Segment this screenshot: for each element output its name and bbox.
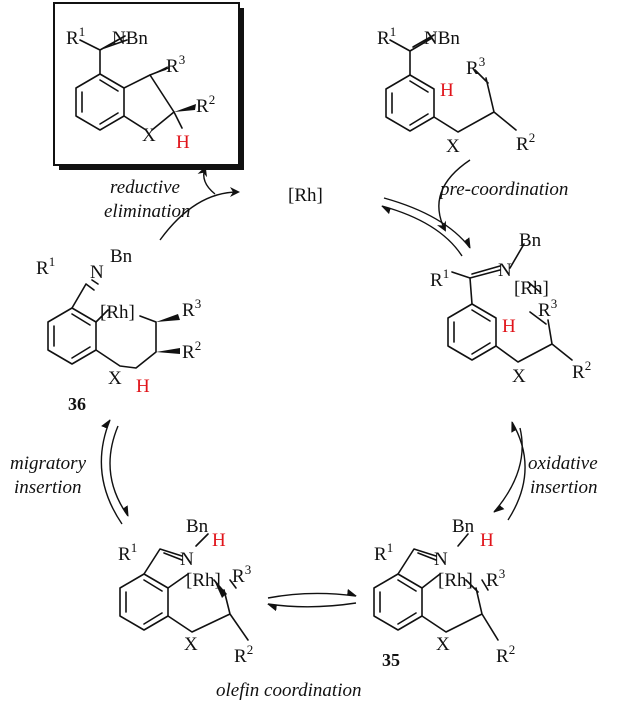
- reductive-elimination-label-2: elimination: [104, 201, 191, 222]
- olefin-complex-n: N: [180, 549, 194, 570]
- substrate-r2: R2: [516, 130, 535, 155]
- olefin-complex-r2: R2: [234, 642, 253, 667]
- compound-36-r1: R1: [36, 254, 55, 279]
- product-r3: R3: [166, 52, 185, 77]
- substrate-x: X: [446, 136, 460, 157]
- substrate-structure: [385, 34, 517, 133]
- substrate-r3: R3: [466, 54, 485, 79]
- product-h: H: [176, 132, 190, 153]
- compound-35-h: H: [480, 530, 494, 551]
- substrate-nbn: NBn: [424, 28, 460, 49]
- olefin-complex-bn: Bn: [186, 516, 209, 537]
- olefin-complex-structure: [119, 533, 249, 641]
- compound-36-x: X: [108, 368, 122, 389]
- compound-36-bn: Bn: [110, 246, 133, 267]
- product-structure: [75, 35, 196, 131]
- equilibrium-arrow-bottom-forward: [267, 588, 357, 599]
- olefin-complex-rh: [Rh]: [186, 570, 221, 591]
- product-nbn: NBn: [112, 28, 148, 49]
- compound-36-n: N: [90, 262, 104, 283]
- equilibrium-arrow-bottom-back: [267, 602, 357, 612]
- compound-35-r3: R3: [486, 566, 505, 591]
- equilibrium-arrow-right-forward: [493, 427, 523, 513]
- compound-36-r3: R3: [182, 296, 201, 321]
- precomplex-x: X: [512, 366, 526, 387]
- catalyst-label: [Rh]: [288, 185, 323, 206]
- compound-35-x: X: [436, 634, 450, 655]
- precomplex-h: H: [502, 316, 516, 337]
- compound-35-rh: [Rh]: [438, 570, 473, 591]
- product-r1: R1: [66, 24, 85, 49]
- product-box: [53, 2, 244, 170]
- reductive-elimination-arrow: [159, 187, 240, 241]
- equilibrium-arrow-right-back: [507, 421, 526, 521]
- precomplex-r3: R3: [538, 296, 557, 321]
- compound-35-n: N: [434, 549, 448, 570]
- compound-35-bn: Bn: [452, 516, 475, 537]
- precomplex-n: N: [498, 260, 512, 281]
- olefin-complex-h: H: [212, 530, 226, 551]
- oxidative-insertion-label-1: oxidative: [528, 453, 598, 474]
- compound-36-structure: [47, 279, 180, 369]
- equilibrium-arrow-top-back: [381, 205, 463, 257]
- pre-coordination-label: pre-coordination: [438, 179, 568, 200]
- compound-36-h: H: [136, 376, 150, 397]
- oxidative-insertion-label-2: insertion: [530, 477, 598, 498]
- precomplex-rh: [Rh]: [514, 278, 549, 299]
- substrate-h: H: [440, 80, 454, 101]
- compound-35-r2: R2: [496, 642, 515, 667]
- product-release-arrow: [197, 166, 216, 195]
- equilibrium-arrow-left-back: [100, 419, 123, 525]
- compound-36-number: 36: [68, 394, 86, 414]
- migratory-insertion-label-1: migratory: [10, 453, 87, 474]
- precomplex-structure: [447, 243, 573, 363]
- migratory-insertion-label-2: insertion: [14, 477, 82, 498]
- substrate-r1: R1: [377, 24, 396, 49]
- product-x: X: [142, 125, 156, 146]
- compound-36-r2: R2: [182, 338, 201, 363]
- olefin-coordination-label: olefin coordination: [216, 680, 361, 701]
- olefin-complex-r1: R1: [118, 540, 137, 565]
- precomplex-bn: Bn: [519, 230, 542, 251]
- precomplex-r1: R1: [430, 266, 449, 291]
- compound-35-number: 35: [382, 650, 400, 670]
- equilibrium-arrow-top-forward: [383, 197, 471, 249]
- olefin-complex-x: X: [184, 634, 198, 655]
- reductive-elimination-label-1: reductive: [110, 177, 180, 198]
- compound-35-r1: R1: [374, 540, 393, 565]
- equilibrium-arrow-left-forward: [109, 425, 129, 517]
- precomplex-r2: R2: [572, 358, 591, 383]
- olefin-complex-r3: R3: [232, 562, 251, 587]
- compound-36-rh: [Rh]: [100, 302, 135, 323]
- product-r2: R2: [196, 92, 215, 117]
- compound-35-structure: [373, 533, 499, 641]
